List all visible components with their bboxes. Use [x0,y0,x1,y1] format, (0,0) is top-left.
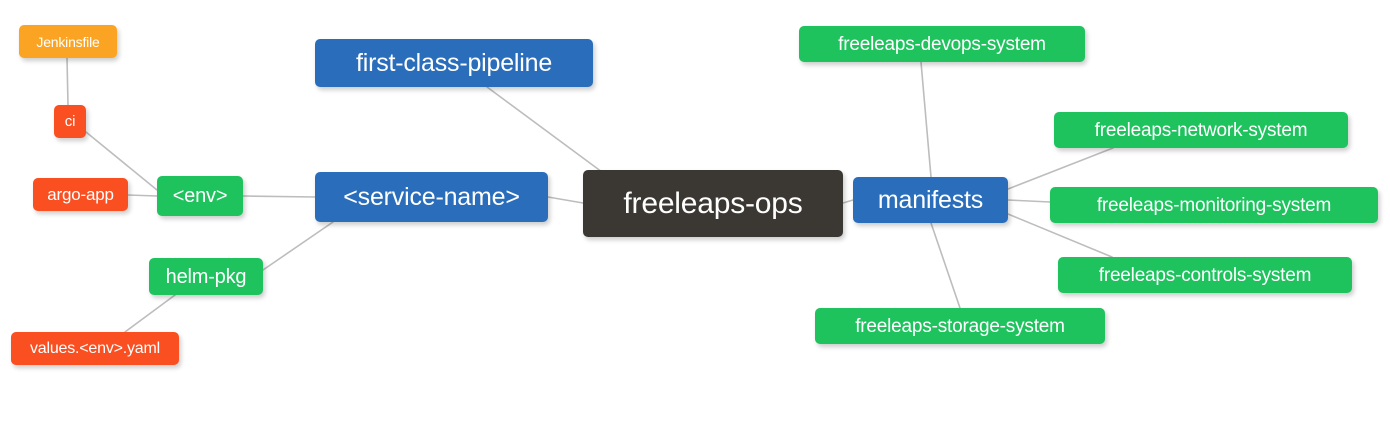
edge-service-to-env [242,195,316,198]
edge-helm-to-values [124,294,176,333]
mindmap-node-ci[interactable]: ci [54,105,86,138]
mindmap-node-helm[interactable]: helm-pkg [149,258,263,295]
mindmap-node-service[interactable]: <service-name> [315,172,548,222]
edge-root-to-manifests [842,199,854,204]
mindmap-node-pipeline[interactable]: first-class-pipeline [315,39,593,87]
edge-manifests-to-devops [920,61,932,178]
mindmap-node-values[interactable]: values.<env>.yaml [11,332,179,365]
mindmap-node-monitoring[interactable]: freeleaps-monitoring-system [1050,187,1378,223]
edge-env-to-argo [127,194,158,197]
edge-manifests-to-network [1007,147,1114,190]
mindmap-node-devops[interactable]: freeleaps-devops-system [799,26,1085,62]
edge-ci-to-jenkinsfile [66,57,69,106]
mindmap-node-root[interactable]: freeleaps-ops [583,170,843,237]
edge-manifests-to-storage [930,222,961,309]
mindmap-node-manifests[interactable]: manifests [853,177,1008,223]
mindmap-node-argo[interactable]: argo-app [33,178,128,211]
mindmap-node-env[interactable]: <env> [157,176,243,216]
mindmap-node-storage[interactable]: freeleaps-storage-system [815,308,1105,344]
mindmap-node-jenkinsfile[interactable]: Jenkinsfile [19,25,117,58]
edge-root-to-service [547,196,584,204]
mindmap-node-network[interactable]: freeleaps-network-system [1054,112,1348,148]
edge-root-to-pipeline [486,86,603,173]
edge-manifests-to-monitoring [1007,199,1051,203]
mindmap-node-controls[interactable]: freeleaps-controls-system [1058,257,1352,293]
edge-service-to-helm [262,221,334,271]
